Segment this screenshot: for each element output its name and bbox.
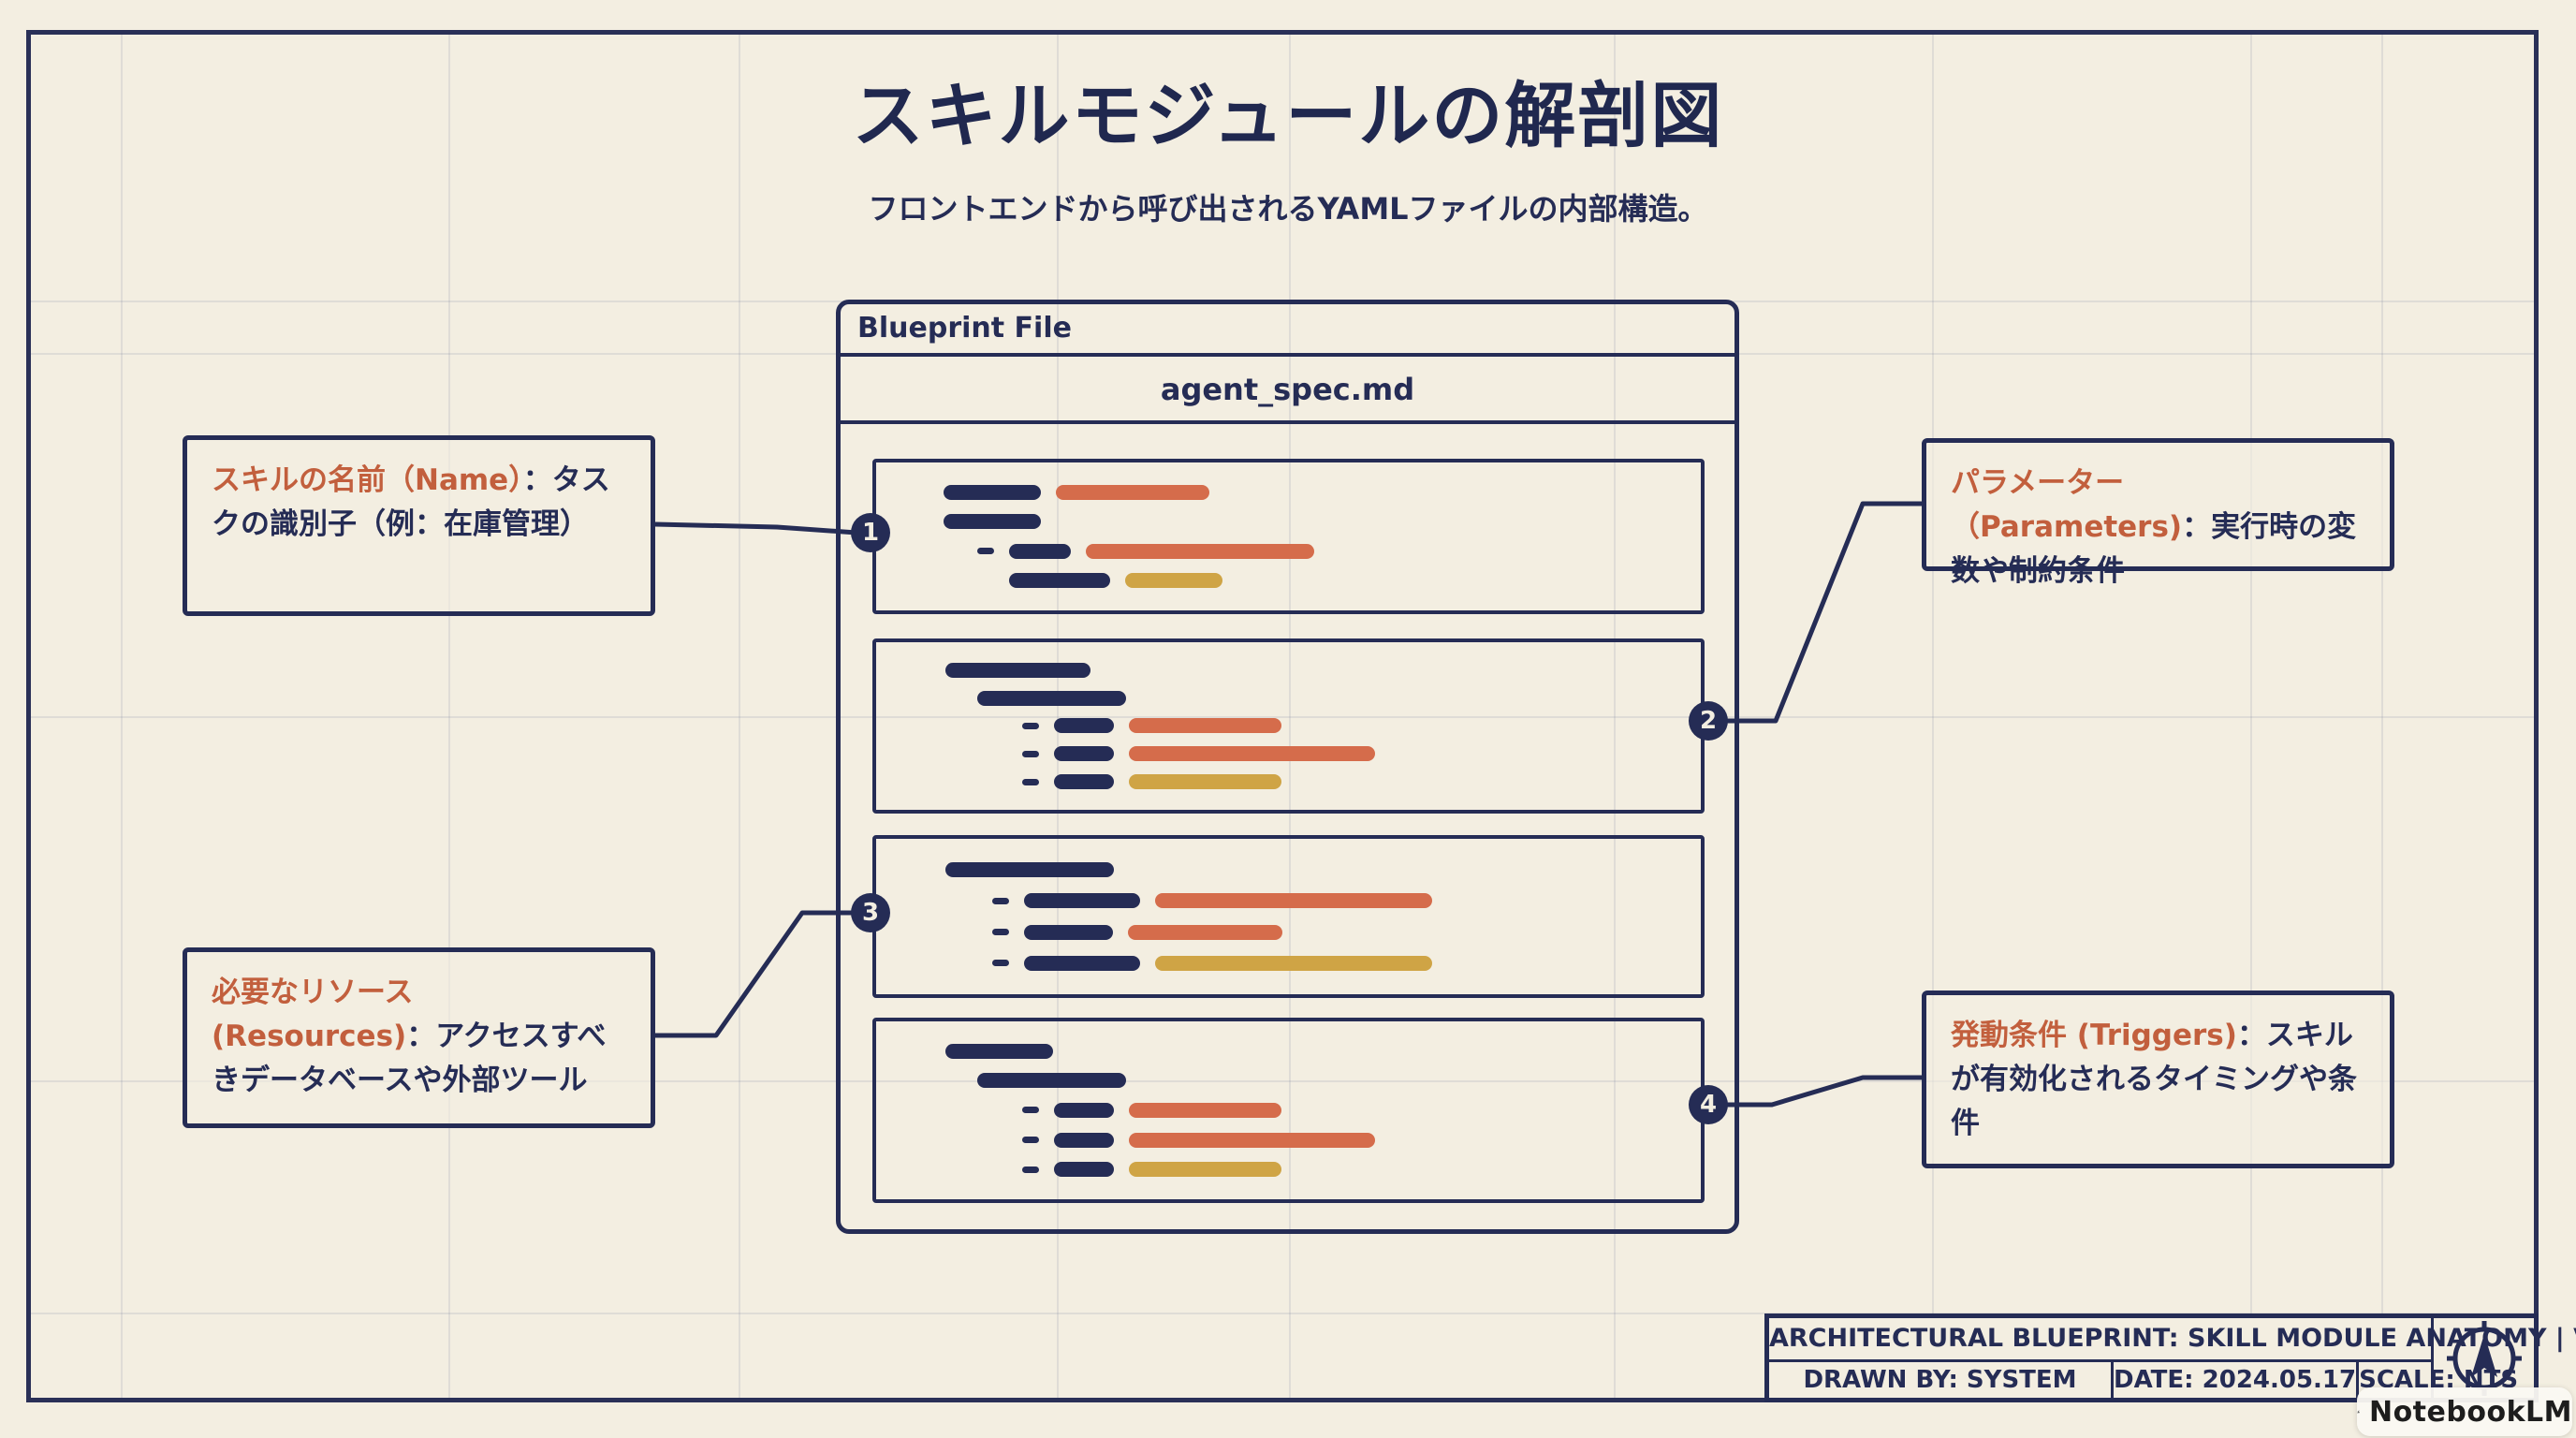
- yaml-token-bar-gold: [1129, 774, 1281, 790]
- yaml-token-bar-navy: [1024, 893, 1140, 909]
- yaml-token-bar-coral: [1086, 543, 1314, 559]
- yaml-token-bar-navy: [1054, 1162, 1114, 1178]
- yaml-list-dash: [992, 897, 1009, 904]
- yaml-list-dash: [1022, 750, 1039, 757]
- callout-resources-body: ：アクセスすべきデータベースや外部ツール: [212, 1020, 607, 1098]
- yaml-list-dash: [1022, 722, 1039, 729]
- marker-3: 3: [851, 893, 890, 932]
- callout-resources-title: 必要なリソース (Resources): [212, 976, 414, 1054]
- title-block-date: DATE: 2024.05.17: [2111, 1362, 2356, 1398]
- callout-triggers: 発動条件 (Triggers)：スキルが有効化されるタイミングや条件: [1922, 990, 2394, 1168]
- code-block-resources: [872, 835, 1705, 998]
- page-title: スキルモジュールの解剖図: [852, 74, 1724, 157]
- yaml-token-bar-gold: [1125, 573, 1222, 589]
- yaml-token-bar-navy: [1024, 924, 1113, 940]
- yaml-token-bar-navy: [1054, 746, 1114, 762]
- yaml-token-bar-coral: [1129, 746, 1375, 762]
- yaml-list-dash: [1022, 778, 1039, 785]
- callout-triggers-body: ：スキルが有効化されるタイミングや条件: [1951, 1019, 2357, 1141]
- yaml-token-bar-navy: [1009, 543, 1071, 559]
- marker-2: 2: [1689, 701, 1728, 741]
- callout-resources: 必要なリソース (Resources)：アクセスすべきデータベースや外部ツール: [183, 947, 655, 1128]
- compass-icon: [2446, 1320, 2522, 1396]
- yaml-token-bar-coral: [1129, 1132, 1375, 1148]
- blueprint-file-box: Blueprint File agent_spec.md: [836, 300, 1739, 1234]
- yaml-token-bar-navy: [945, 862, 1114, 878]
- page-subtitle: フロントエンドから呼び出されるYAMLファイルの内部構造。: [868, 191, 1708, 227]
- yaml-token-bar-coral: [1155, 893, 1432, 909]
- title-block-heading: ARCHITECTURAL BLUEPRINT: SKILL MODULE AN…: [1769, 1318, 2576, 1362]
- yaml-token-bar-navy: [1054, 1132, 1114, 1148]
- yaml-token-bar-navy: [1009, 573, 1110, 589]
- yaml-token-bar-coral: [1128, 924, 1282, 940]
- yaml-list-dash: [992, 929, 1009, 936]
- yaml-list-dash: [1022, 1107, 1039, 1114]
- callout-name: スキルの名前（Name）：タスクの識別子（例：在庫管理）: [183, 435, 655, 616]
- yaml-token-bar-navy: [977, 690, 1126, 706]
- yaml-token-bar-navy: [1054, 718, 1114, 734]
- code-block-parameters: [872, 638, 1705, 814]
- blueprint-filename: agent_spec.md: [841, 357, 1734, 424]
- yaml-token-bar-coral: [1129, 718, 1281, 734]
- yaml-token-bar-navy: [1054, 774, 1114, 790]
- code-block-triggers: [872, 1018, 1705, 1203]
- yaml-token-bar-navy: [1024, 955, 1140, 971]
- callout-parameters-body: ：実行時の変数や制約条件: [1951, 510, 2357, 589]
- callout-name-body: ：タスクの識別子（例：在庫管理）: [212, 463, 610, 542]
- yaml-token-bar-navy: [944, 484, 1041, 500]
- title-block-drawn-by: DRAWN BY: SYSTEM: [1803, 1366, 2077, 1394]
- yaml-token-bar-navy: [977, 1073, 1126, 1089]
- sheet-border: [26, 30, 2539, 1402]
- yaml-token-bar-navy: [945, 1043, 1053, 1059]
- blueprint-file-header: Blueprint File: [841, 304, 1734, 357]
- notebooklm-badge: NotebookLM: [2357, 1387, 2572, 1436]
- yaml-token-bar-coral: [1129, 1102, 1281, 1118]
- yaml-token-bar-navy: [1054, 1102, 1114, 1118]
- callout-parameters-title: パラメーター（Parameters): [1951, 466, 2183, 545]
- marker-1: 1: [851, 513, 890, 552]
- notebooklm-logo-icon: [2357, 1410, 2360, 1414]
- notebooklm-badge-label: NotebookLM: [2368, 1395, 2572, 1429]
- code-block-name: [872, 459, 1705, 614]
- yaml-list-dash: [977, 548, 994, 555]
- callout-triggers-title: 発動条件 (Triggers): [1951, 1019, 2237, 1052]
- callout-parameters: パラメーター（Parameters)：実行時の変数や制約条件: [1922, 438, 2394, 588]
- callout-name-title: スキルの名前（Name）: [212, 463, 523, 497]
- marker-4: 4: [1689, 1085, 1728, 1124]
- yaml-token-bar-gold: [1155, 955, 1432, 971]
- yaml-token-bar-coral: [1056, 484, 1209, 500]
- yaml-list-dash: [1022, 1166, 1039, 1173]
- yaml-list-dash: [1022, 1137, 1039, 1144]
- yaml-token-bar-gold: [1129, 1162, 1281, 1178]
- yaml-token-bar-navy: [945, 662, 1090, 678]
- yaml-token-bar-navy: [944, 514, 1041, 530]
- yaml-list-dash: [992, 960, 1009, 967]
